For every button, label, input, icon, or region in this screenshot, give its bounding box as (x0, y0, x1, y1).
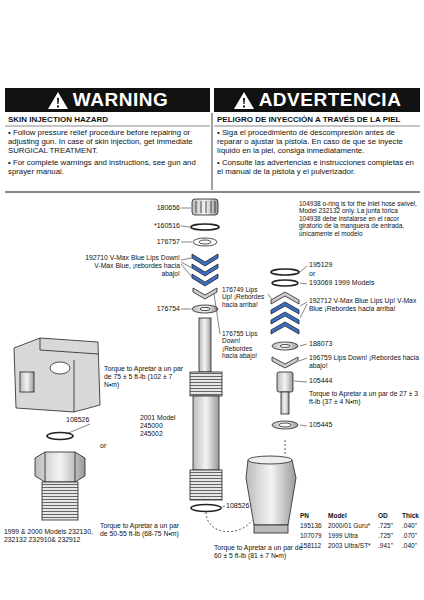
table-header: OD (378, 512, 388, 519)
model-note: 2001 Model 245000 245002 (140, 414, 186, 437)
part-number: 188073 (309, 340, 389, 348)
part-number: 105444 (309, 377, 389, 385)
table-cell: .040" (402, 522, 417, 529)
torque-note: Torque to Apretar a un par de 50-55 ft-l… (100, 522, 188, 538)
table-header: Model (328, 512, 347, 519)
part-number: 192712 V-Max Blue Lips Up! V-Max Blue ¡R… (309, 297, 421, 313)
piston-stack (246, 269, 299, 533)
part-number: 108526 (66, 416, 116, 424)
warning-icon (47, 91, 69, 110)
table-cell: 195136 (300, 522, 322, 529)
or-note: or (309, 270, 349, 278)
table-header: Thick (402, 512, 419, 519)
table-cell: 107079 (300, 532, 322, 539)
table-cell: 2003 Ultra/ST* (328, 542, 371, 549)
warning-frame (5, 113, 420, 192)
part-number: 176757 (90, 238, 180, 246)
part-number: 176749 Lips Up! ¡Rebordes hacia arriba! (222, 286, 268, 308)
table-cell: 1999 Ultra (328, 532, 358, 539)
assembly-line (206, 440, 285, 532)
warning-text: • Siga el procedimiento de descompresión… (217, 129, 417, 156)
o-ring-note: 104938 o-ring is for the inlet hose swiv… (299, 200, 421, 237)
hazard-title: SKIN INJECTION HAZARD (8, 115, 208, 124)
table-cell: .040" (402, 542, 417, 549)
torque-note: Torque to Apretar a un par de 27 ± 3 ft-… (309, 390, 421, 406)
table-header: PN (300, 512, 309, 519)
part-number: 176755 Lips Down! ¡Rebordes hacia abajo! (222, 330, 269, 360)
part-number: 180656 (90, 204, 180, 212)
warning-heading: ADVERTENCIA (259, 89, 402, 111)
warning-icon (233, 91, 255, 110)
table-cell: .725" (378, 522, 393, 529)
torque-note: Torque to Apretar a un par de 75 ± 5 ft-… (104, 365, 184, 388)
table-cell: .725" (378, 532, 393, 539)
table-cell: .070" (402, 532, 417, 539)
leader-lines (66, 208, 307, 507)
model-note: 1999 & 2000 Models 232130, 232132 232910… (4, 528, 96, 544)
table-cell: 158112 (300, 542, 321, 549)
hazard-title: PELIGRO DE INYECCIÓN A TRAVÉS DE LA PIEL (217, 115, 417, 124)
warning-band: WARNING (5, 88, 210, 112)
warning-text: • Consulte las advertencias e instruccio… (217, 159, 417, 177)
table-cell: .941" (378, 542, 393, 549)
part-number: 105445 (309, 421, 389, 429)
warning-heading: WARNING (73, 89, 168, 111)
pump-housing (14, 338, 100, 520)
part-number: 195129 (309, 261, 389, 269)
part-number: 108526 (226, 502, 276, 510)
warning-text: • Follow pressure relief procedure befor… (8, 129, 208, 156)
part-number: 196759 Lips Down! ¡Rebordes hacia abajo! (309, 354, 421, 370)
part-number: *160516 (90, 222, 180, 230)
torque-note: Torque to Apretar a un par de 60 ± 5 ft-… (214, 544, 304, 560)
table-cell: 2000/01 Guru* (328, 522, 370, 529)
warning-text: • For complete warnings and instructions… (8, 159, 208, 177)
or-note: or (100, 442, 120, 450)
part-number: 176754 (90, 305, 180, 313)
throat-stack (190, 199, 222, 512)
part-number: 193069 1999 Models (309, 279, 419, 287)
warning-band: ADVERTENCIA (214, 88, 420, 112)
part-number: 192710 V-Max Blue Lips Down! V-Max Blue,… (78, 254, 180, 277)
